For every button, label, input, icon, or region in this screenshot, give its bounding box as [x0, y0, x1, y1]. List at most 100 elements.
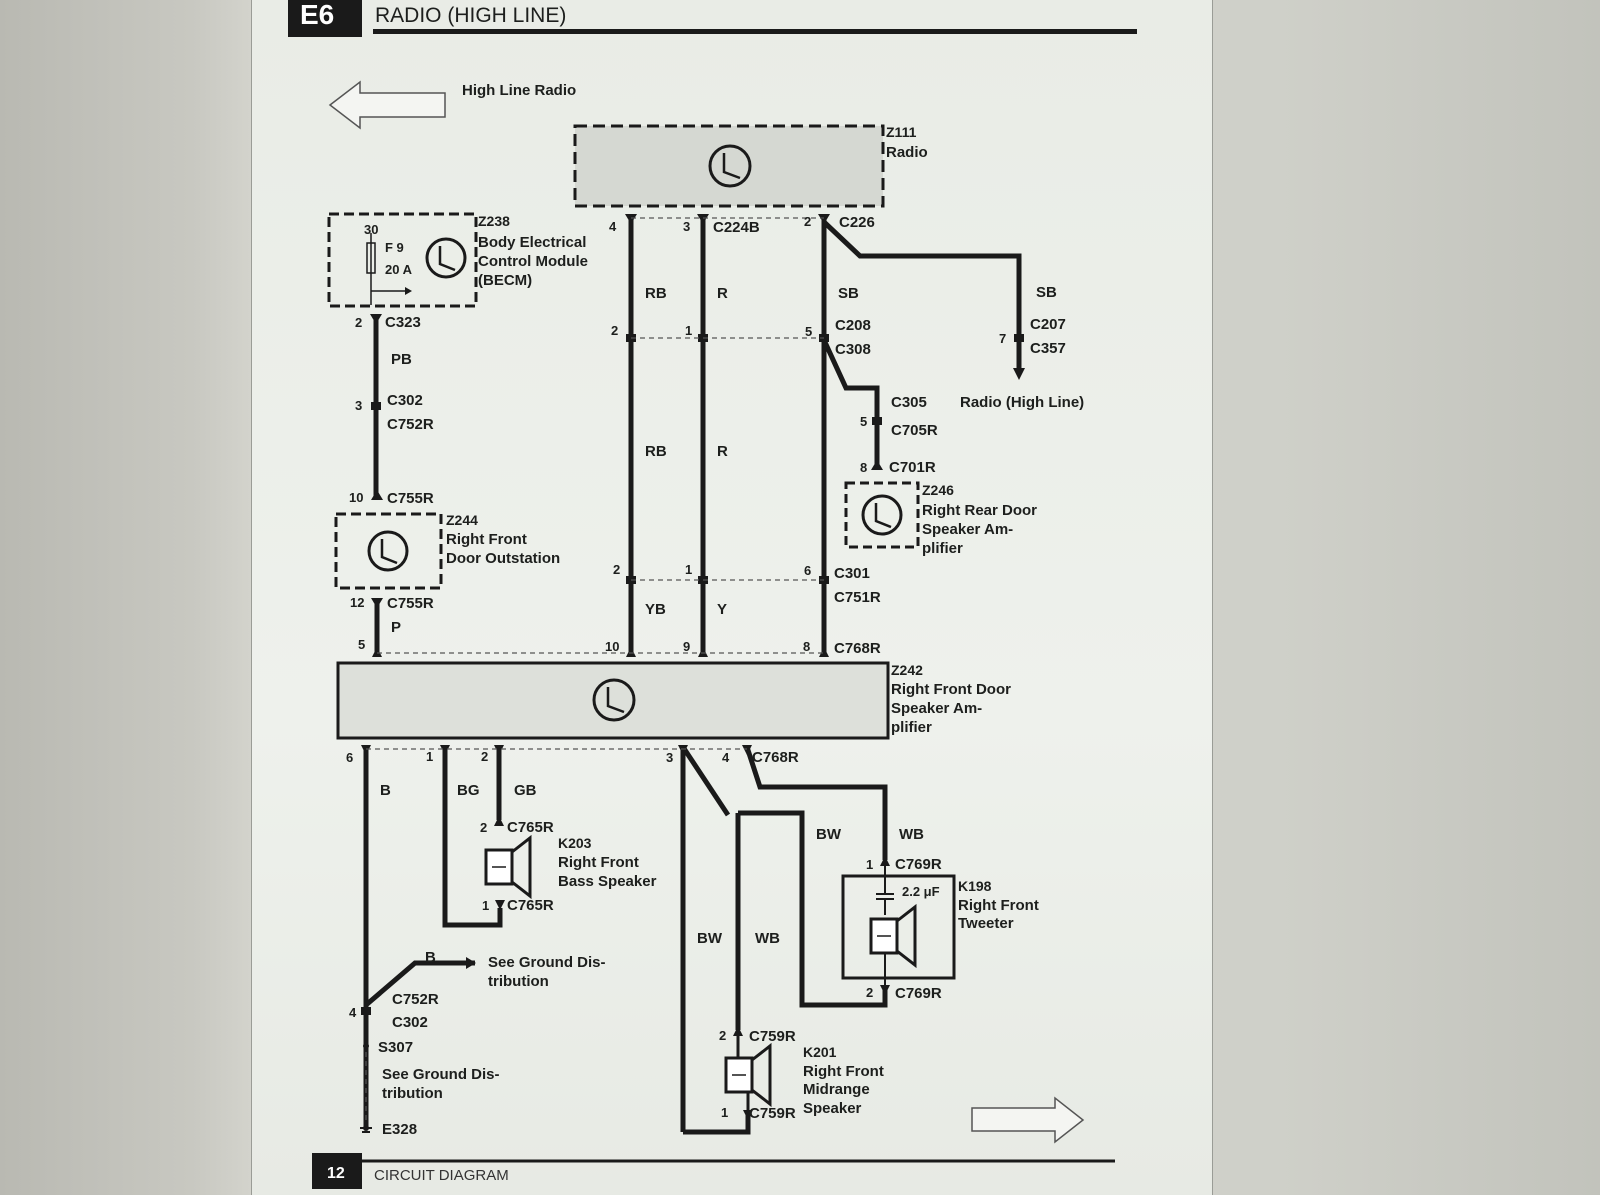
wire-color: BG: [457, 782, 480, 799]
control-module-icon: [425, 237, 467, 279]
section-badge: [288, 0, 362, 37]
pin-number: 6: [804, 563, 811, 578]
z238-id: Z238: [478, 213, 510, 229]
page-number-badge: [312, 1153, 362, 1189]
z244-id: Z244: [446, 512, 478, 528]
pin-number: 2: [355, 315, 362, 330]
pin-number: 1: [685, 562, 692, 577]
k198-id: K198: [958, 878, 992, 894]
fuse-label: F 9: [385, 240, 404, 255]
section-code: E6: [300, 0, 334, 30]
z242-line3: plifier: [891, 719, 932, 736]
wire-color: Y: [717, 601, 727, 618]
pin-number: 2: [866, 985, 873, 1000]
k203-line1: Right Front: [558, 854, 639, 871]
connector-label: C208: [835, 317, 871, 334]
pin-number: 8: [803, 639, 810, 654]
pin-number: 5: [860, 414, 867, 429]
connector-label: C207: [1030, 316, 1066, 333]
pin-number: 2: [804, 214, 811, 229]
pin-number: 8: [860, 460, 867, 475]
wire-color: SB: [1036, 284, 1057, 301]
connector-label: S307: [378, 1039, 413, 1056]
z246-line1: Right Rear Door: [922, 502, 1037, 519]
connector-label: C769R: [895, 985, 942, 1002]
wire-color: B: [425, 949, 436, 966]
wire-color: PB: [391, 351, 412, 368]
fuse-rating: 20 A: [385, 262, 413, 277]
z246-id: Z246: [922, 482, 954, 498]
wire-color: RB: [645, 285, 667, 302]
pin-number: 10: [349, 490, 363, 505]
connector-label: C301: [834, 565, 870, 582]
k201-id: K201: [803, 1044, 837, 1060]
footer-label: CIRCUIT DIAGRAM: [374, 1167, 509, 1184]
control-module-icon: [861, 494, 903, 536]
pin-number: 1: [426, 749, 433, 764]
k198-line1: Right Front: [958, 897, 1039, 914]
connector-label: C765R: [507, 897, 554, 914]
z246-line3: plifier: [922, 540, 963, 557]
connector-label: C751R: [834, 589, 881, 606]
speaker-icon: [724, 1042, 772, 1108]
ground-icon: [360, 1127, 372, 1133]
pin-number: 1: [721, 1105, 728, 1120]
pin-number: 1: [482, 898, 489, 913]
pin-number: 9: [683, 639, 690, 654]
k203-line2: Bass Speaker: [558, 873, 657, 890]
page-number: 12: [327, 1165, 345, 1182]
pin-number: 6: [346, 750, 353, 765]
pin-number: 5: [358, 637, 365, 652]
connector-dash-lines: [365, 217, 824, 1122]
connector-label: C752R: [392, 991, 439, 1008]
title-rule: [373, 29, 1137, 34]
pin-number: 4: [609, 219, 617, 234]
connector-label: C302: [392, 1014, 428, 1031]
connector-label: C755R: [387, 595, 434, 612]
previous-page-arrow-icon[interactable]: [328, 80, 446, 130]
z244-line1: Right Front: [446, 531, 527, 548]
tweeter-box: [841, 874, 956, 980]
arrow-head-icon: [405, 287, 412, 295]
pin-number: 3: [355, 398, 362, 413]
capacitor-icon: [876, 866, 894, 915]
pin-number: 7: [999, 331, 1006, 346]
pin-number: 10: [605, 639, 619, 654]
pin-number: 2: [481, 749, 488, 764]
previous-page-label[interactable]: High Line Radio: [462, 82, 576, 99]
connector-label: E328: [382, 1121, 417, 1138]
becm-box: [327, 212, 478, 308]
k201-line1: Right Front: [803, 1063, 884, 1080]
wire-color: SB: [838, 285, 859, 302]
wire-color: BW: [816, 826, 842, 843]
connector-label: C226: [839, 214, 875, 231]
connector-label: C752R: [387, 416, 434, 433]
z238-line3: (BECM): [478, 272, 532, 289]
connector-label: C768R: [834, 640, 881, 657]
z246-line2: Speaker Am-: [922, 521, 1013, 538]
pin-number: 3: [666, 750, 673, 765]
k198-line2: Tweeter: [958, 915, 1014, 932]
pin-number: 2: [480, 820, 487, 835]
terminal-30: 30: [364, 222, 378, 237]
connector-label: C769R: [895, 856, 942, 873]
pin-number: 5: [805, 324, 812, 339]
z242-id: Z242: [891, 662, 923, 678]
z111-name: Radio: [886, 144, 928, 161]
connector-label: C357: [1030, 340, 1066, 357]
wire-color: BW: [697, 930, 723, 947]
speaker-icon: [484, 834, 532, 900]
ground-ref-line1: See Ground Dis-: [382, 1066, 500, 1083]
z111-id: Z111: [886, 124, 917, 140]
wire-color: YB: [645, 601, 666, 618]
control-module-icon: [367, 530, 409, 572]
pin-number: 2: [611, 323, 618, 338]
connector-label: C224B: [713, 219, 760, 236]
connector-label: C302: [387, 392, 423, 409]
z244-line2: Door Outstation: [446, 550, 560, 567]
pin-number: 2: [613, 562, 620, 577]
next-page-arrow-icon[interactable]: [971, 1096, 1085, 1144]
z242-line1: Right Front Door: [891, 681, 1011, 698]
ground-ref-line1: See Ground Dis-: [488, 954, 606, 971]
connector-label: C305: [891, 394, 927, 411]
